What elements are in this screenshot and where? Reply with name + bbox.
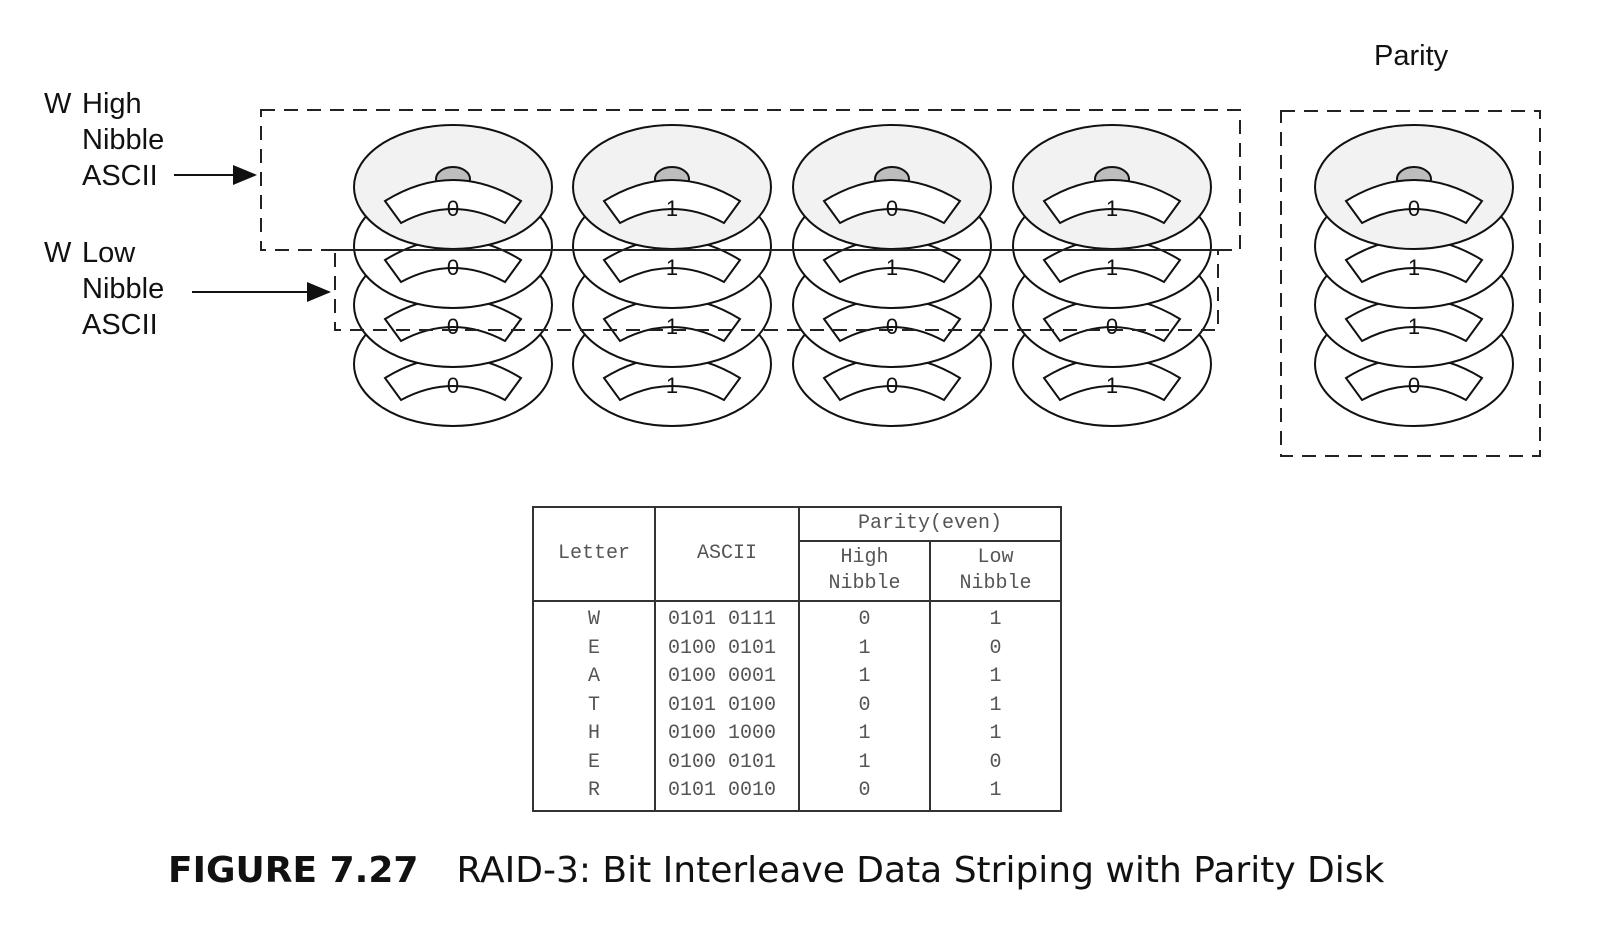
data-disk-1-stack: 0 0 0 0 xyxy=(353,124,553,427)
cell-high-parity: 0 xyxy=(798,691,931,720)
stored-bit: 1 xyxy=(1106,255,1118,280)
cell-ascii: 0100 1000 xyxy=(654,720,800,749)
low-nibble-line-1: Low xyxy=(82,237,136,269)
header-ascii: ASCII xyxy=(654,506,800,602)
low-nibble-group-box xyxy=(334,249,1219,331)
cell-low-parity: 0 xyxy=(929,748,1062,777)
stored-bit: 0 xyxy=(447,373,459,398)
cell-letter: E xyxy=(532,748,656,777)
cell-low-parity: 1 xyxy=(929,601,1062,635)
cell-low-parity: 1 xyxy=(929,720,1062,749)
stored-bit: 0 xyxy=(1408,373,1420,398)
cell-ascii: 0101 0111 xyxy=(654,601,800,635)
cell-low-parity: 1 xyxy=(929,691,1062,720)
cell-letter: R xyxy=(532,777,656,811)
parity-table: Letter ASCII Parity(even) High Nibble Lo… xyxy=(532,506,1062,812)
parity-disk-stack: 0 1 1 0 xyxy=(1314,124,1514,427)
stored-bit: 0 xyxy=(447,196,459,221)
cell-high-parity: 0 xyxy=(798,777,931,811)
cell-letter: H xyxy=(532,720,656,749)
cell-ascii: 0101 0010 xyxy=(654,777,800,811)
stored-bit: 0 xyxy=(1408,196,1420,221)
cell-ascii: 0100 0101 xyxy=(654,748,800,777)
cell-letter: A xyxy=(532,663,656,692)
cell-ascii: 0101 0100 xyxy=(654,691,800,720)
cell-high-parity: 0 xyxy=(798,601,931,635)
figure-number: FIGURE 7.27 xyxy=(168,850,419,891)
header-low-nibble: Low Nibble xyxy=(929,540,1062,602)
high-nibble-label: W High Nibble ASCII xyxy=(44,88,164,192)
parity-label: Parity xyxy=(1374,40,1449,72)
data-disk-2-stack: 1 1 1 1 xyxy=(572,124,772,427)
data-disk-3-stack: 0 0 1 0 xyxy=(792,124,992,427)
high-nibble-line-2: Nibble xyxy=(82,124,164,156)
track-sector xyxy=(602,179,742,225)
cell-low-parity: 1 xyxy=(929,777,1062,811)
stored-bit: 0 xyxy=(886,314,898,339)
cell-letter: E xyxy=(532,634,656,663)
disk-stacks: 0 0 0 0 1 1 1 1 0 0 1 0 1 0 1 1 0 1 1 0 xyxy=(353,124,1514,427)
track-sector xyxy=(1042,179,1182,225)
stored-bit: 1 xyxy=(886,255,898,280)
stored-bit: 1 xyxy=(1106,196,1118,221)
track-sector xyxy=(1344,179,1484,225)
low-nibble-label: W Low Nibble ASCII xyxy=(44,237,164,341)
stored-bit: 1 xyxy=(1408,255,1420,280)
header-parity-group: Parity(even) xyxy=(798,506,1062,542)
disk-platter: 0 xyxy=(1314,124,1514,250)
disk-platter: 1 xyxy=(1012,124,1212,250)
disk-platter: 0 xyxy=(792,124,992,250)
track-sector xyxy=(383,179,523,225)
high-nibble-line-3: ASCII xyxy=(82,160,158,192)
low-nibble-letter: W xyxy=(44,237,72,269)
stored-bit: 1 xyxy=(666,196,678,221)
cell-ascii: 0100 0001 xyxy=(654,663,800,692)
cell-high-parity: 1 xyxy=(798,720,931,749)
cell-high-parity: 1 xyxy=(798,663,931,692)
cell-letter: W xyxy=(532,601,656,635)
cell-high-parity: 1 xyxy=(798,748,931,777)
stored-bit: 0 xyxy=(886,196,898,221)
stored-bit: 1 xyxy=(666,373,678,398)
data-disk-4-stack: 1 0 1 1 xyxy=(1012,124,1212,427)
figure-caption: FIGURE 7.27 RAID-3: Bit Interleave Data S… xyxy=(168,850,1384,891)
high-nibble-group-box xyxy=(260,109,1241,251)
cell-ascii: 0100 0101 xyxy=(654,634,800,663)
stored-bit: 1 xyxy=(666,255,678,280)
track-sector xyxy=(822,179,962,225)
cell-low-parity: 1 xyxy=(929,663,1062,692)
stored-bit: 0 xyxy=(447,255,459,280)
stored-bit: 1 xyxy=(666,314,678,339)
low-nibble-line-3: ASCII xyxy=(82,309,158,341)
disk-platter: 1 xyxy=(572,124,772,250)
high-nibble-line-1: High xyxy=(82,88,142,120)
stored-bit: 0 xyxy=(886,373,898,398)
stored-bit: 0 xyxy=(447,314,459,339)
header-letter: Letter xyxy=(532,506,656,602)
stored-bit: 0 xyxy=(1106,314,1118,339)
parity-group-box xyxy=(1280,110,1541,457)
low-nibble-line-2: Nibble xyxy=(82,273,164,305)
cell-high-parity: 1 xyxy=(798,634,931,663)
high-nibble-letter: W xyxy=(44,88,72,120)
stored-bit: 1 xyxy=(1408,314,1420,339)
disk-platter: 0 xyxy=(353,124,553,250)
stored-bit: 1 xyxy=(1106,373,1118,398)
figure-title: RAID-3: Bit Interleave Data Striping wit… xyxy=(456,850,1385,891)
cell-low-parity: 0 xyxy=(929,634,1062,663)
cell-letter: T xyxy=(532,691,656,720)
header-high-nibble: High Nibble xyxy=(798,540,931,602)
